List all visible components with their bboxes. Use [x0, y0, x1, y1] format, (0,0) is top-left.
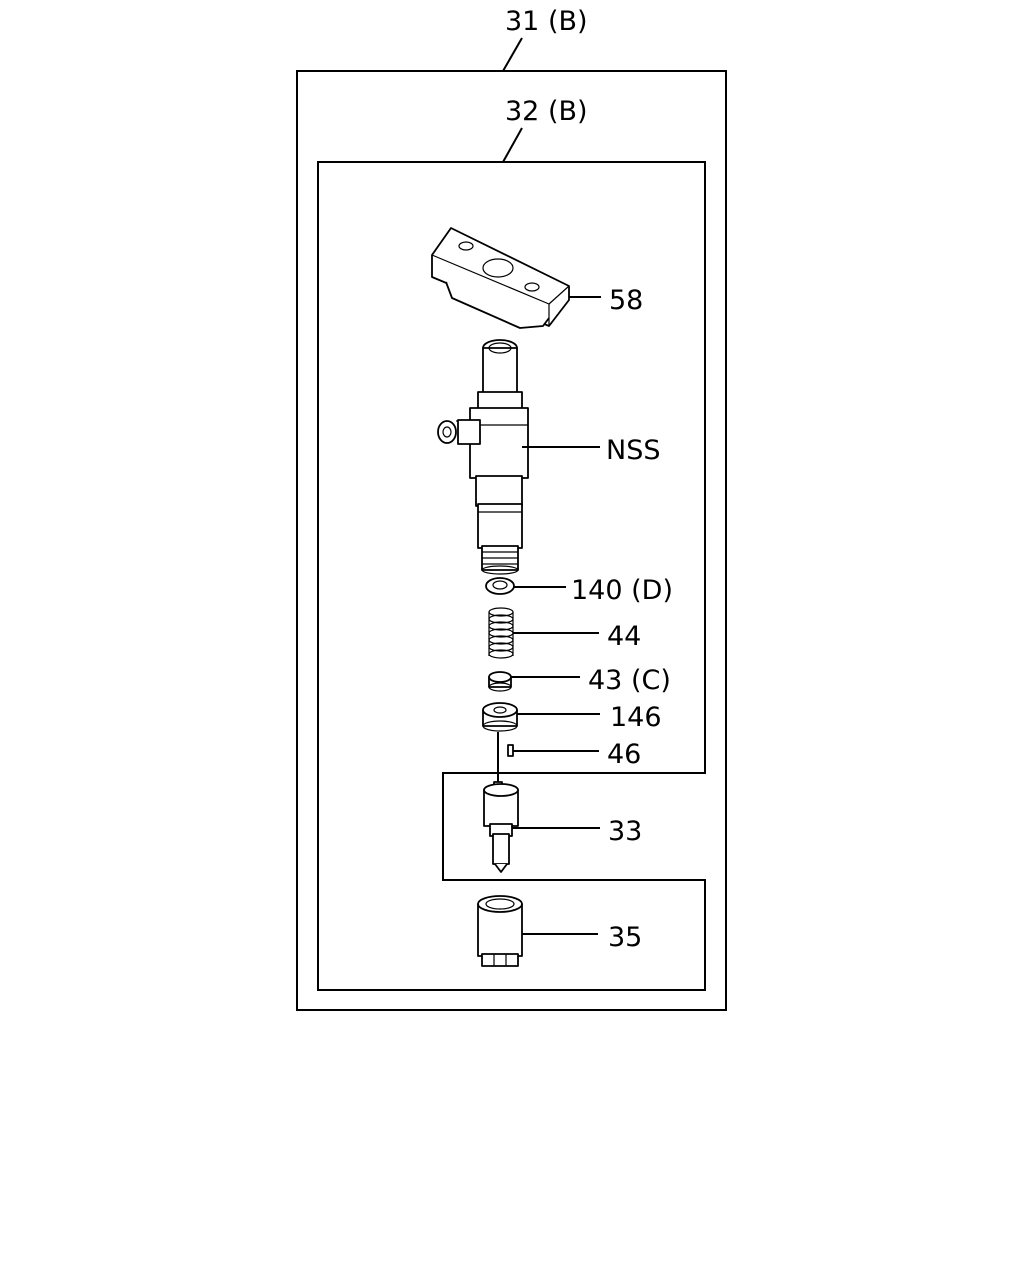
inner-assembly-leader	[502, 127, 523, 163]
outer-assembly-leader	[502, 37, 523, 72]
injector-body-part	[437, 339, 529, 575]
pin-label: 46	[607, 739, 641, 770]
injector-body-label: NSS	[606, 435, 660, 466]
outer-assembly-frame	[296, 70, 727, 1011]
spring-part	[488, 607, 514, 659]
washer-part	[485, 577, 515, 595]
retaining-nut-part	[477, 895, 523, 967]
retaining-nut-label: 35	[608, 922, 642, 953]
pin-part	[507, 744, 514, 757]
spacer-label: 146	[610, 702, 662, 733]
washer-label: 140 (D)	[571, 575, 673, 606]
spring-seat-label: 43 (C)	[588, 665, 671, 696]
holder-plate-part	[431, 227, 570, 329]
spacer-part	[482, 702, 518, 732]
spring-seat-part	[488, 671, 512, 692]
inner-assembly-label: 32 (B)	[505, 96, 588, 127]
spring-label: 44	[607, 621, 641, 652]
holder-plate-label: 58	[609, 285, 643, 316]
nozzle-label: 33	[608, 816, 642, 847]
outer-assembly-label: 31 (B)	[505, 6, 588, 37]
nozzle-part	[483, 732, 519, 873]
inner-assembly-frame	[317, 161, 706, 991]
